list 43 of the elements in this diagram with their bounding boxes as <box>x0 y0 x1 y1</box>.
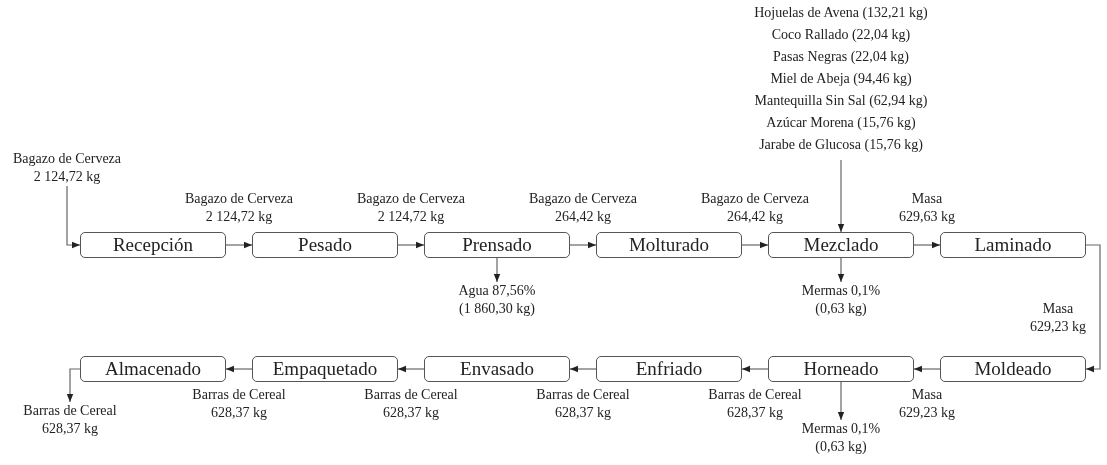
ingredient-text: Coco Rallado (22,04 kg) <box>771 27 911 42</box>
flow-text: Mermas 0,1% (0,63 kg) <box>793 420 889 456</box>
ingredient-text: Miel de Abeja (94,46 kg) <box>770 71 912 86</box>
arrow <box>741 241 769 249</box>
flow-text: Bagazo de Cerveza 2 124,72 kg <box>12 150 122 186</box>
process-box: Mezclado <box>768 232 914 258</box>
arrow <box>66 368 81 403</box>
process-box: Pesado <box>252 232 398 258</box>
arrow <box>913 241 941 249</box>
process-box: Molturado <box>596 232 742 258</box>
process-box: Prensado <box>424 232 570 258</box>
process-box: Horneado <box>768 356 914 382</box>
flow-text: Agua 87,56% (1 860,30 kg) <box>455 282 539 318</box>
flow-text: Mermas 0,1% (0,63 kg) <box>793 282 889 318</box>
process-box: Laminado <box>940 232 1086 258</box>
process-box: Recepción <box>80 232 226 258</box>
ingredient-text: Jarabe de Glucosa (15,76 kg) <box>759 137 923 152</box>
process-box: Moldeado <box>940 356 1086 382</box>
arrow <box>569 241 597 249</box>
ingredient-text: Azúcar Morena (15,76 kg) <box>766 115 916 130</box>
arrow <box>913 365 941 373</box>
process-box: Enfriado <box>596 356 742 382</box>
process-box: Almacenado <box>80 356 226 382</box>
edge-label: Bagazo de Cerveza 2 124,72 kg <box>184 190 294 226</box>
arrow <box>397 365 425 373</box>
arrow <box>493 257 501 283</box>
edge-label: Bagazo de Cerveza 2 124,72 kg <box>356 190 466 226</box>
arrow <box>1085 244 1101 373</box>
arrow <box>225 365 253 373</box>
flow-text: Barras de Cereal 628,37 kg <box>5 402 135 438</box>
arrow <box>837 257 845 283</box>
process-box: Envasado <box>424 356 570 382</box>
arrow <box>397 241 425 249</box>
arrow <box>225 241 253 249</box>
arrow <box>837 159 845 233</box>
arrow <box>66 185 81 249</box>
arrow <box>837 381 845 421</box>
process-box: Empaquetado <box>252 356 398 382</box>
arrow <box>569 365 597 373</box>
ingredient-text: Hojuelas de Avena (132,21 kg) <box>754 5 928 20</box>
arrow <box>741 365 769 373</box>
ingredient-text: Pasas Negras (22,04 kg) <box>772 49 910 64</box>
ingredient-text: Mantequilla Sin Sal (62,94 kg) <box>754 93 928 108</box>
